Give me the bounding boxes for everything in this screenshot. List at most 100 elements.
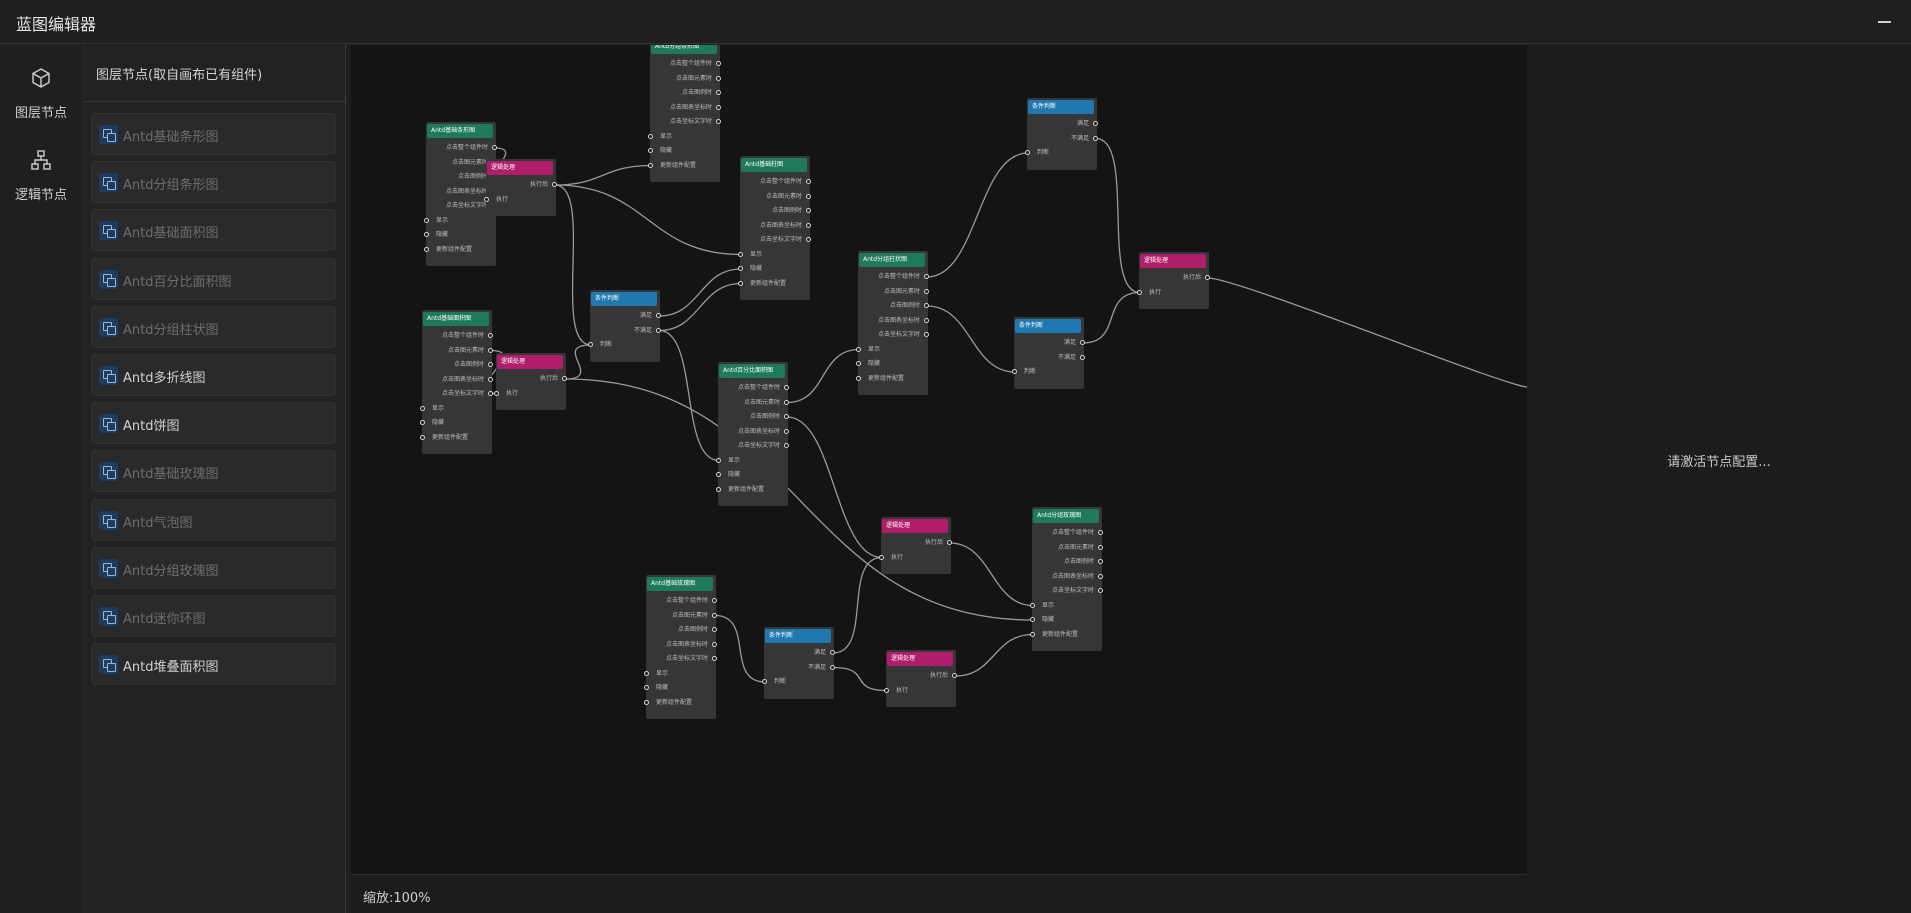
connection-wire[interactable]	[1082, 291, 1141, 344]
component-item[interactable]: Antd多折线图	[91, 353, 336, 396]
input-pin[interactable]	[494, 390, 499, 396]
condition-node[interactable]: 条件判断满足不满足判断	[1012, 317, 1085, 389]
input-pin[interactable]	[424, 217, 429, 223]
output-pin[interactable]	[1098, 530, 1103, 535]
input-pin[interactable]	[856, 361, 861, 366]
input-pin[interactable]	[738, 251, 743, 257]
output-pin[interactable]	[716, 61, 721, 66]
connection-wire[interactable]	[1207, 277, 1527, 388]
input-pin[interactable]	[424, 246, 429, 252]
component-item[interactable]: Antd分组条形图	[91, 161, 336, 204]
input-pin[interactable]	[644, 670, 649, 676]
component-item[interactable]: Antd基础玫瑰图	[91, 450, 336, 493]
input-pin[interactable]	[1030, 602, 1035, 608]
output-pin[interactable]	[784, 414, 789, 419]
connection-wire[interactable]	[832, 666, 888, 692]
output-pin[interactable]	[1080, 340, 1085, 345]
connection-wire[interactable]	[949, 542, 1034, 607]
output-pin[interactable]	[552, 182, 557, 187]
output-pin[interactable]	[712, 598, 717, 603]
component-item[interactable]: Antd百分比面积图	[91, 257, 336, 300]
component-item[interactable]: Antd基础条形图	[91, 113, 336, 155]
component-item[interactable]: Antd分组玫瑰图	[91, 546, 336, 589]
input-pin[interactable]	[856, 346, 861, 352]
rail-item-layer-nodes[interactable]: 图层节点	[0, 49, 82, 121]
blueprint-canvas[interactable]: Antd基础条形图点击整个组件时点击图元素时点击图例时点击图表坐标时点击坐标文字…	[351, 45, 1527, 874]
input-pin[interactable]	[424, 232, 429, 237]
output-pin[interactable]	[1093, 121, 1098, 126]
output-pin[interactable]	[562, 376, 567, 381]
condition-node[interactable]: 条件判断满足不满足判断	[588, 290, 661, 362]
output-pin[interactable]	[1093, 135, 1098, 141]
output-pin[interactable]	[712, 627, 717, 632]
rail-item-logic-nodes[interactable]: 逻辑节点	[0, 131, 82, 203]
connection-wire[interactable]	[714, 614, 766, 683]
input-pin[interactable]	[484, 196, 489, 202]
input-pin[interactable]	[1030, 617, 1035, 622]
input-pin[interactable]	[420, 420, 425, 425]
output-pin[interactable]	[712, 612, 717, 618]
connection-wire[interactable]	[832, 556, 883, 654]
output-pin[interactable]	[784, 399, 789, 405]
output-pin[interactable]	[488, 333, 493, 338]
output-pin[interactable]	[716, 90, 721, 95]
connection-wire[interactable]	[1095, 137, 1141, 294]
component-item[interactable]: Antd饼图	[91, 402, 336, 445]
output-pin[interactable]	[488, 391, 493, 396]
component-item[interactable]: Antd堆叠面积图	[91, 643, 336, 686]
output-pin[interactable]	[784, 385, 789, 390]
layer-node[interactable]: Antd基础玫瑰图点击整个组件时点击图元素时点击图例时点击图表坐标时点击坐标文字…	[644, 575, 717, 719]
output-pin[interactable]	[806, 193, 811, 199]
input-pin[interactable]	[762, 679, 767, 684]
layer-node[interactable]: Antd基础柱图点击整个组件时点击图元素时点击图例时点击图表坐标时点击坐标文字时…	[738, 156, 811, 300]
output-pin[interactable]	[488, 376, 493, 382]
process-node[interactable]: 逻辑处理执行后执行	[494, 353, 567, 410]
input-pin[interactable]	[420, 434, 425, 440]
output-pin[interactable]	[806, 179, 811, 184]
minimize-button[interactable]	[1869, 6, 1901, 36]
input-pin[interactable]	[644, 685, 649, 690]
input-pin[interactable]	[716, 486, 721, 492]
component-item[interactable]: Antd基础面积图	[91, 209, 336, 252]
connection-wire[interactable]	[554, 164, 652, 186]
connection-wire[interactable]	[954, 633, 1034, 677]
output-pin[interactable]	[947, 540, 952, 545]
connection-wire[interactable]	[786, 348, 860, 404]
output-pin[interactable]	[784, 443, 789, 448]
output-pin[interactable]	[830, 664, 835, 670]
input-pin[interactable]	[1012, 369, 1017, 374]
output-pin[interactable]	[1098, 559, 1103, 564]
connection-wire[interactable]	[554, 184, 742, 256]
input-pin[interactable]	[648, 148, 653, 153]
layer-node[interactable]: Antd分组条形图点击整个组件时点击图元素时点击图例时点击图表坐标时点击坐标文字…	[648, 45, 721, 182]
process-node[interactable]: 逻辑处理执行后执行	[879, 517, 952, 574]
input-pin[interactable]	[716, 457, 721, 463]
input-pin[interactable]	[738, 266, 743, 271]
connection-wire[interactable]	[658, 282, 742, 332]
component-item[interactable]: Antd气泡图	[91, 498, 336, 541]
output-pin[interactable]	[656, 313, 661, 318]
input-pin[interactable]	[1025, 150, 1030, 155]
output-pin[interactable]	[806, 237, 811, 242]
output-pin[interactable]	[1080, 354, 1085, 360]
layer-node[interactable]: Antd分组玫瑰图点击整个组件时点击图元素时点击图例时点击图表坐标时点击坐标文字…	[1030, 507, 1103, 651]
connection-wire[interactable]	[658, 329, 720, 462]
input-pin[interactable]	[420, 405, 425, 411]
layer-node[interactable]: Antd基础条形图点击整个组件时点击图元素时点击图例时点击图表坐标时点击坐标文字…	[424, 122, 497, 266]
input-pin[interactable]	[1137, 289, 1142, 295]
output-pin[interactable]	[712, 641, 717, 647]
process-node[interactable]: 逻辑处理执行后执行	[484, 159, 557, 216]
component-item[interactable]: Antd分组柱状图	[91, 305, 336, 348]
output-pin[interactable]	[488, 347, 493, 353]
output-pin[interactable]	[716, 119, 721, 124]
connection-wire[interactable]	[926, 305, 1016, 373]
component-item[interactable]: Antd迷你环图	[91, 594, 336, 637]
layer-node[interactable]: Antd百分比面积图点击整个组件时点击图元素时点击图例时点击图表坐标时点击坐标文…	[716, 362, 789, 506]
output-pin[interactable]	[806, 208, 811, 213]
output-pin[interactable]	[712, 656, 717, 661]
output-pin[interactable]	[924, 288, 929, 294]
connection-wire[interactable]	[786, 416, 883, 559]
output-pin[interactable]	[716, 104, 721, 110]
output-pin[interactable]	[952, 673, 957, 678]
connection-wire[interactable]	[554, 184, 592, 346]
